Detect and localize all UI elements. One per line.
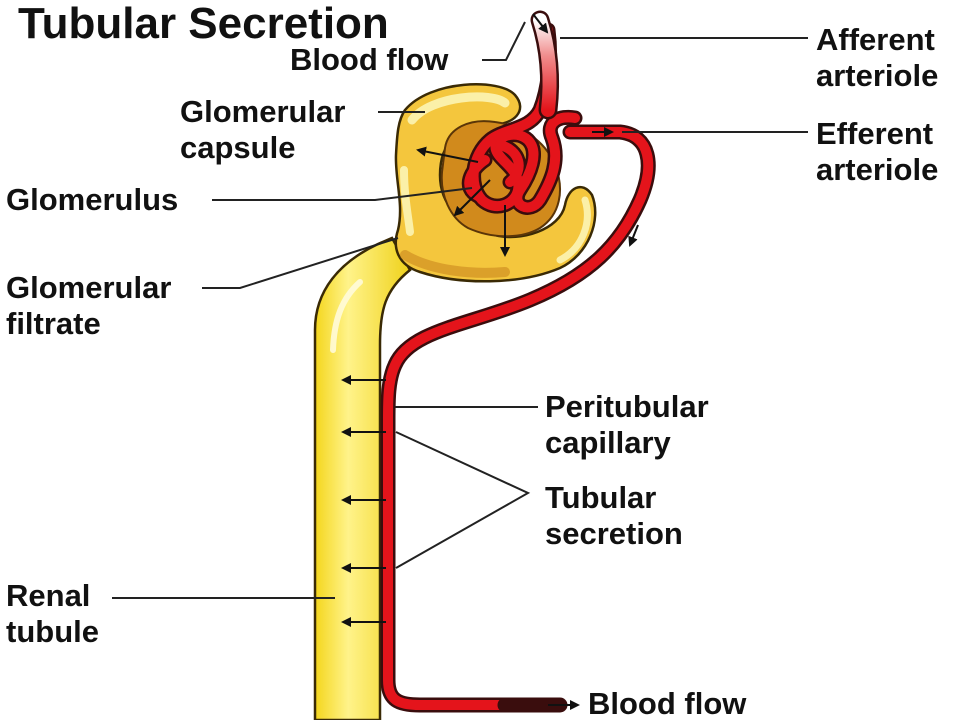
- label-afferent-arteriole: Afferent arteriole: [816, 22, 938, 94]
- leader-glomerular-filtrate: [202, 237, 399, 289]
- label-peritubular-line-1: Peritubular: [545, 389, 709, 424]
- label-secretion-line-2: secretion: [545, 516, 683, 551]
- label-filtrate-line-2: filtrate: [6, 306, 101, 341]
- label-secretion-line-1: Tubular: [545, 480, 657, 515]
- label-renal-tubule: Renal tubule: [6, 578, 99, 650]
- page-title: Tubular Secretion: [18, 0, 389, 48]
- label-tubular-secretion: Tubular secretion: [545, 480, 683, 552]
- afferent-flow-arrow: [532, 13, 549, 34]
- label-glomerular-filtrate: Glomerular filtrate: [6, 270, 171, 342]
- leader-lines: [112, 21, 808, 599]
- flow-arrows: [532, 13, 639, 710]
- filtration-arrow-left: [416, 146, 479, 163]
- label-filtrate-line-1: Glomerular: [6, 270, 172, 305]
- label-capsule-line-2: capsule: [180, 130, 296, 165]
- label-peritubular-line-2: capillary: [545, 425, 671, 460]
- label-afferent-line-1: Afferent: [816, 22, 935, 57]
- leader-blood-flow-top: [482, 21, 526, 61]
- filtration-arrows: [416, 146, 510, 257]
- label-renal-line-1: Renal: [6, 578, 91, 613]
- afferent-arteriole-shape: [530, 10, 560, 120]
- leader-glomerulus: [212, 187, 473, 201]
- label-blood-flow-bottom: Blood flow: [588, 686, 747, 721]
- secretion-arrows: [341, 375, 386, 627]
- label-efferent-line-2: arteriole: [816, 152, 939, 187]
- label-efferent-arteriole: Efferent arteriole: [816, 116, 938, 188]
- label-glomerulus: Glomerulus: [6, 182, 179, 217]
- renal-tubule-shape: [313, 236, 412, 720]
- label-capsule-line-1: Glomerular: [180, 94, 346, 129]
- label-glomerular-capsule: Glomerular capsule: [180, 94, 345, 166]
- label-afferent-line-2: arteriole: [816, 58, 939, 93]
- label-blood-flow-top: Blood flow: [290, 42, 449, 77]
- leader-tubular-secretion: [395, 431, 531, 569]
- capillary-flow-arrow: [628, 224, 639, 247]
- glomerulus-tuft: [461, 22, 583, 215]
- label-efferent-line-1: Efferent: [816, 116, 934, 151]
- label-renal-line-2: tubule: [6, 614, 99, 649]
- filtration-arrow-diag: [453, 179, 491, 217]
- label-peritubular-capillary: Peritubular capillary: [545, 389, 709, 461]
